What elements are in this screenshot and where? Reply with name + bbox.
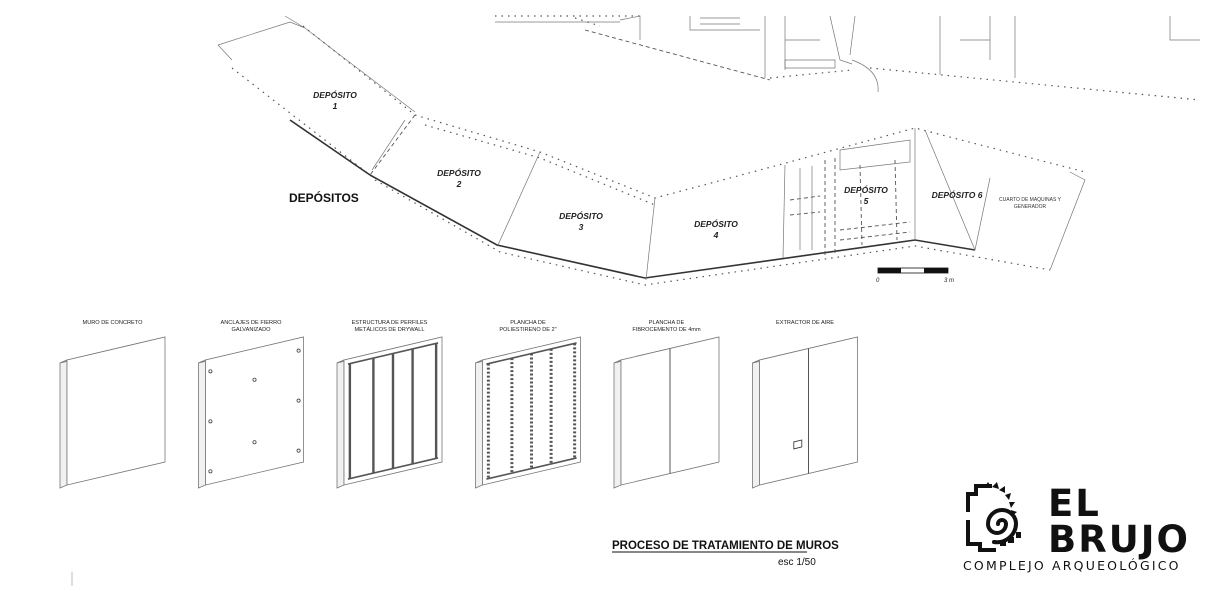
drywall-track (347, 342, 439, 365)
room-5-label: DEPÓSITO 5 (844, 184, 888, 206)
machine-room-label: CUARTO DE MAQUINAS Y GENERADOR (999, 197, 1062, 210)
drywall-track (347, 457, 439, 480)
process-title: PROCESO DE TRATAMIENTO DE MUROS (612, 540, 839, 552)
anchor-bolt (252, 440, 257, 445)
wall-step-label-line1: EXTRACTOR DE AIRE (776, 320, 834, 326)
wall-step-label-line1: ANCLAJES DE FIERRO (221, 320, 283, 326)
panel-edge (613, 359, 622, 489)
svg-text:DEPÓSITO: DEPÓSITO (694, 218, 738, 229)
anchor-bolt (296, 348, 301, 353)
scale-bar-end: 3 m (944, 278, 954, 284)
wall-step-label-line2: FIBROCEMENTO DE 4mm (632, 327, 701, 333)
logo-word-el: EL (1048, 482, 1101, 525)
scale-bar-start: 0 (876, 278, 880, 284)
upper-building-walls (284, 15, 1201, 101)
anchor-bolt (252, 377, 257, 382)
panel-face (66, 336, 166, 486)
panel-edge (475, 359, 483, 489)
anchor-bolt (208, 419, 213, 424)
drywall-track (486, 342, 577, 365)
logo-word-brujo: BRUJO (1048, 518, 1190, 561)
svg-text:5: 5 (864, 196, 869, 206)
svg-text:DEPÓSITO: DEPÓSITO (844, 184, 888, 195)
process-caption: PROCESO DE TRATAMIENTO DE MUROS esc 1/50 (612, 540, 839, 568)
room-2-label: DEPÓSITO 2 (437, 167, 481, 189)
anchor-bolt (208, 369, 213, 374)
svg-text:3: 3 (579, 222, 584, 232)
svg-text:CUARTO DE MAQUINAS Y: CUARTO DE MAQUINAS Y (999, 197, 1062, 203)
process-scale: esc 1/50 (778, 557, 816, 568)
wall-step-label-line1: MURO DE CONCRETO (83, 320, 144, 326)
wall-step-label-line2: GALVANIZADO (232, 327, 272, 333)
svg-text:GENERADOR: GENERADOR (1014, 204, 1047, 210)
room-dividers (369, 114, 991, 281)
panel-edge (198, 359, 206, 489)
wall-step-1: MURO DE CONCRETO (59, 320, 166, 489)
panel-edge (59, 359, 68, 489)
anchor-bolt (208, 469, 213, 474)
wall-step-label-line1: PLANCHA DE (649, 320, 685, 326)
panel-edge (336, 359, 345, 489)
depositos-title: DEPÓSITOS (289, 190, 359, 205)
svg-text:2: 2 (456, 179, 462, 189)
svg-text:DEPÓSITO: DEPÓSITO (313, 89, 357, 100)
wall-treatment-steps: MURO DE CONCRETO ANCLAJES DE FIERROGALVAN… (59, 320, 858, 489)
wall-step-label-line1: ESTRUCTURA DE PERFILES (352, 320, 428, 326)
air-extractor-icon (793, 439, 803, 450)
room-1-label: DEPÓSITO 1 (313, 89, 357, 111)
svg-text:DEPÓSITO: DEPÓSITO (437, 167, 481, 178)
room-6-label: DEPÓSITO 6 (932, 189, 983, 200)
scale-bar: 0 3 m (876, 267, 954, 284)
drywall-track (486, 457, 577, 480)
wall-step-label-line2: METÁLICOS DE DRYWALL (355, 326, 425, 333)
wall-step-6: EXTRACTOR DE AIRE (752, 320, 858, 489)
panel-edge (752, 359, 760, 489)
svg-text:DEPÓSITO: DEPÓSITO (559, 210, 603, 221)
logo-tagline: COMPLEJO ARQUEOLÓGICO (963, 558, 1181, 573)
svg-text:1: 1 (333, 101, 338, 111)
room-5-shelving (789, 139, 911, 255)
anchor-bolt (296, 398, 301, 403)
floor-plan: DEPÓSITOS DEPÓSITO 1 DEPÓSITO 2 DEPÓSITO… (217, 15, 1201, 286)
el-brujo-logo: EL BRUJO COMPLEJO ARQUEOLÓGICO (963, 482, 1190, 573)
panel-face (205, 336, 304, 486)
wall-step-label-line2: POLIESTIRENO DE 2" (499, 327, 556, 333)
svg-text:4: 4 (713, 230, 719, 240)
anchor-bolt (296, 448, 301, 453)
room-4-label: DEPÓSITO 4 (694, 218, 738, 240)
wall-step-label-line1: PLANCHA DE (510, 320, 546, 326)
storage-outline (217, 21, 1086, 286)
room-3-label: DEPÓSITO 3 (559, 210, 603, 232)
spiral-emblem-icon (966, 482, 1021, 552)
